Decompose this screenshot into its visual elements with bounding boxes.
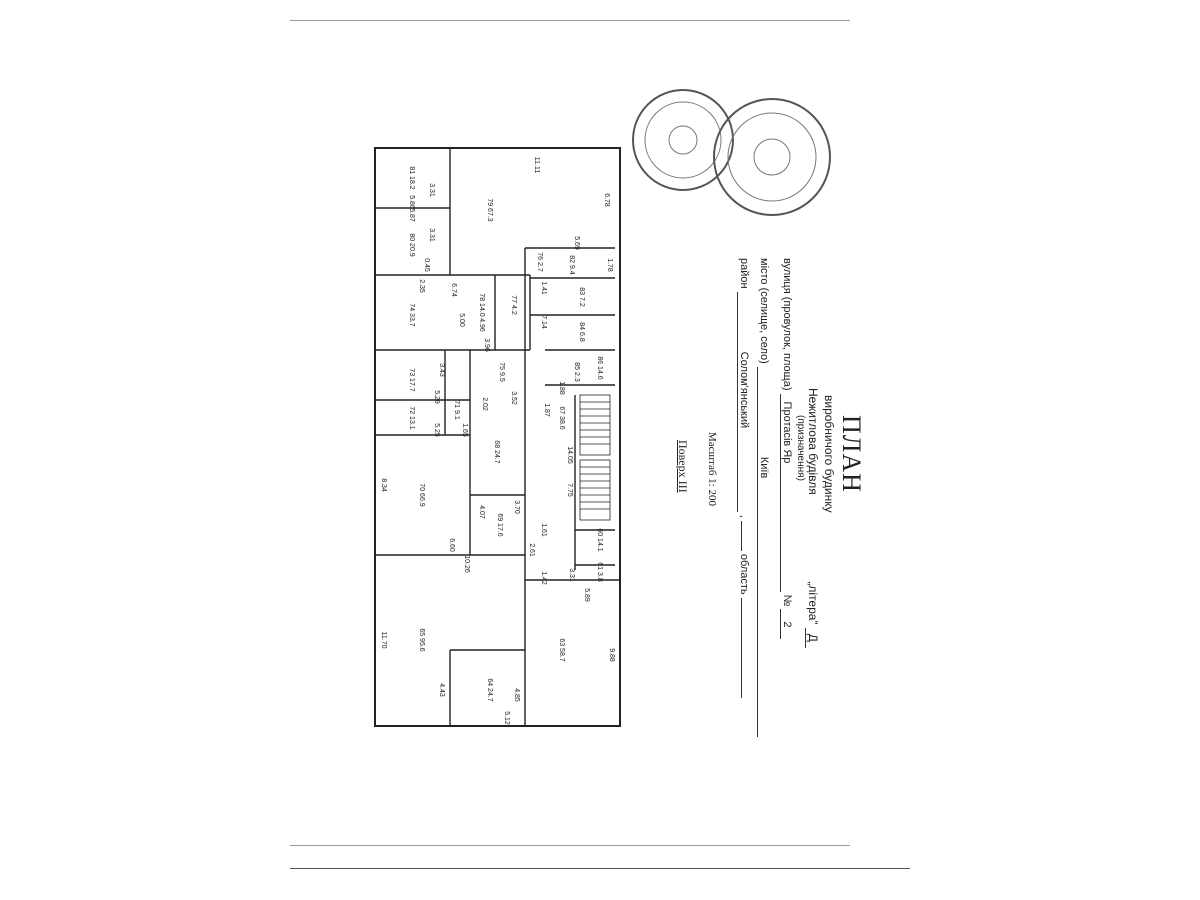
- room-label-86: 86 14.6: [596, 356, 603, 379]
- number-value: 2: [780, 609, 793, 640]
- scale-label: Масштаб 1: 200: [706, 432, 718, 506]
- plan-outer-wall: [374, 147, 621, 727]
- bottom-border-line-2: [290, 868, 910, 869]
- street-row: вулиця (провулок, площа) Протасів Яр № 2: [780, 258, 793, 640]
- room-label-76: 76 2.7: [536, 252, 543, 272]
- room-label-78: 78 14.0: [478, 293, 485, 316]
- city-row: місто (селище, село) Київ: [757, 258, 770, 737]
- room-label-64: 64 24.7: [486, 678, 493, 701]
- dimension-label: 6.78: [603, 193, 610, 207]
- dimension-label: 10.26: [463, 555, 470, 573]
- dimension-label: 1.42: [540, 571, 547, 585]
- building-type: Нежитлова будівля: [806, 388, 820, 495]
- district-value: Солом'янський: [737, 291, 750, 512]
- dimension-label: 1.88: [558, 381, 565, 395]
- dimension-label: 14.05: [566, 446, 573, 464]
- dimension-label: 5.69: [573, 236, 580, 250]
- room-label-65: 65 95.6: [418, 628, 425, 651]
- dimension-label: 3.31: [428, 183, 435, 197]
- room-label-73: 73 17.7: [408, 368, 415, 391]
- room-labels: 81 18.2 80 20.9 79 67.3 82 9.4 76 2.7 83 7.2 8…: [408, 166, 603, 701]
- building-type-note: (призначення): [795, 415, 806, 481]
- district-label: район: [738, 258, 750, 289]
- building-type-row: Нежитлова будівля „літера” Д: [805, 388, 820, 648]
- dimension-label: 2.02: [481, 397, 488, 411]
- dimension-label: 4.96: [478, 318, 485, 332]
- dimension-label: 1.87: [543, 403, 550, 417]
- dimension-label: 11.70: [380, 632, 387, 649]
- dimension-label: 4.43: [438, 683, 445, 697]
- seal-stamp-1: [632, 89, 734, 191]
- room-label-85: 85 2.3: [573, 362, 580, 382]
- room-label-80: 80 20.9: [408, 233, 415, 256]
- room-label-71: 71 9.1: [453, 400, 460, 420]
- city-label: місто (селище, село): [758, 258, 770, 364]
- dimension-label: 1.65: [461, 423, 468, 437]
- dimension-label: 3.70: [513, 500, 520, 514]
- dimension-label: 6.60: [448, 538, 455, 552]
- litera-value: Д: [805, 627, 820, 648]
- number-label: №: [781, 594, 793, 607]
- floor-plan: 81 18.2 80 20.9 79 67.3 82 9.4 76 2.7 83 7.2 8…: [374, 147, 621, 727]
- room-label-63: 63 58.7: [558, 638, 565, 661]
- dimension-label: 5.25: [433, 423, 440, 437]
- street-label: вулиця (провулок, площа): [781, 258, 793, 391]
- top-border-line: [290, 20, 850, 21]
- room-label-75: 75 9.5: [498, 362, 505, 382]
- dimension-label: 3.96: [483, 338, 490, 352]
- room-label-82: 82 9.4: [568, 255, 575, 275]
- room-label-68: 68 24.7: [493, 440, 500, 463]
- seal-stamp-2: [713, 98, 831, 216]
- dimension-label: 5.87: [408, 208, 415, 222]
- dimension-label: 3.31: [428, 228, 435, 242]
- dimension-label: 5.89: [583, 588, 590, 602]
- dimension-label: 5.12: [503, 711, 510, 725]
- dimension-label: 2.35: [418, 279, 425, 293]
- dimension-label: 1.78: [606, 258, 613, 272]
- city-value: Київ: [757, 366, 770, 737]
- room-label-72: 72 13.1: [408, 406, 415, 429]
- dimension-label: 3.43: [438, 363, 445, 377]
- room-label-70: 70 66.9: [418, 483, 425, 506]
- street-value: Протасів Яр: [780, 393, 793, 592]
- room-label-61: 61 3.8: [596, 562, 603, 582]
- dimension-label: 0.45: [423, 258, 430, 272]
- room-label-69: 69 17.6: [496, 513, 503, 536]
- dimension-label: 7.75: [566, 483, 573, 497]
- dimension-label: 11.11: [533, 157, 540, 174]
- doc-subtitle: виробничого будинку: [822, 395, 836, 513]
- dimension-label: 9.88: [608, 648, 615, 662]
- room-label-67: 67 38.6: [558, 406, 565, 429]
- floor-label: Поверх III: [676, 440, 690, 493]
- litera-label: „літера”: [806, 581, 820, 625]
- dimension-label: 2.61: [528, 543, 535, 557]
- doc-title: ПЛАН: [837, 415, 866, 493]
- dimension-label: 4.07: [478, 505, 485, 519]
- dimension-label: 1.41: [540, 281, 547, 295]
- dimension-label: 5.86: [408, 195, 415, 209]
- dimension-label: 5.29: [433, 390, 440, 404]
- region-label: область: [738, 553, 750, 595]
- dimension-label: 1.61: [540, 523, 547, 537]
- room-label-77: 77 4.2: [510, 295, 517, 315]
- dimension-label: 6.74: [450, 283, 457, 297]
- dimension-label: 8.34: [380, 478, 387, 492]
- room-label-60: 60 14.1: [596, 528, 603, 551]
- room-label-79: 79 67.3: [486, 198, 493, 221]
- dimension-label: 5.00: [458, 313, 465, 327]
- room-label-81: 81 18.2: [408, 166, 415, 189]
- dimension-label: 3.52: [510, 391, 517, 405]
- dimension-label: 7.14: [540, 315, 547, 329]
- dimension-label: 3.31: [568, 568, 575, 582]
- bottom-border-line: [290, 845, 850, 846]
- room-label-83: 83 7.2: [578, 287, 585, 307]
- room-label-84: 84 6.8: [578, 322, 585, 342]
- dimension-label: 4.85: [513, 688, 520, 702]
- room-label-74: 74 33.7: [408, 303, 415, 326]
- dimension-labels: 11.11 6.78 3.31 5.865.87 3.31 5.69 1.78 0.45 2.3…: [380, 157, 615, 725]
- district-row: район Солом'янський , область: [737, 258, 750, 698]
